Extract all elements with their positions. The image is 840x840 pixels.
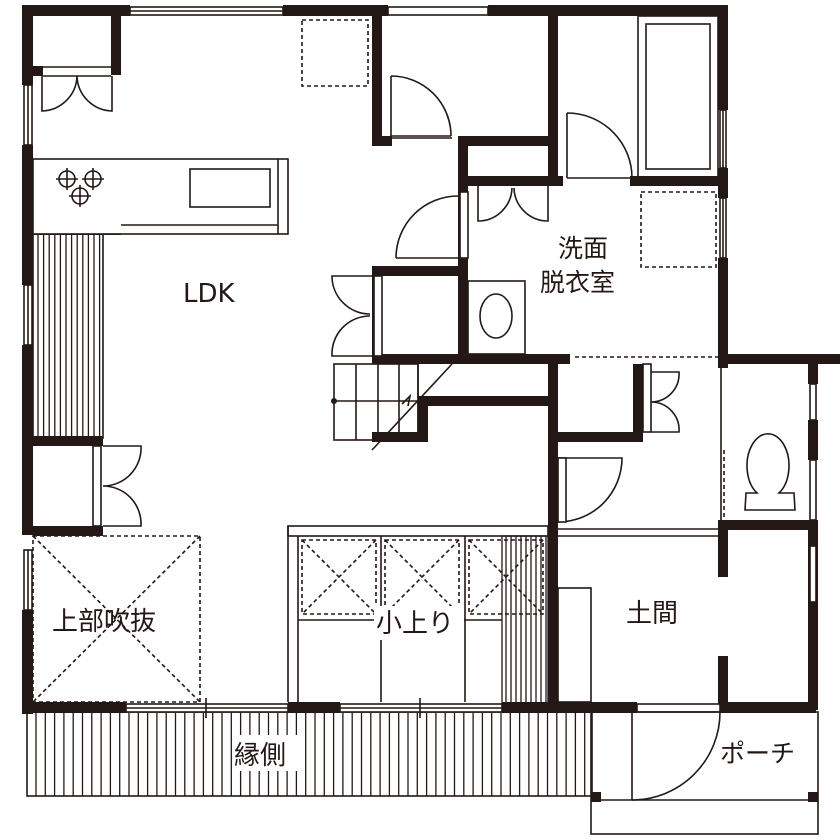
door-icon xyxy=(382,75,452,139)
room-label-engawa: 縁側 xyxy=(234,741,286,771)
room-label-porch: ポーチ xyxy=(720,739,795,768)
stairs xyxy=(331,363,453,451)
windows xyxy=(23,6,817,718)
washroom-door-icon xyxy=(395,191,469,259)
kitchen-sink-icon xyxy=(189,168,271,208)
bathtub xyxy=(637,15,719,179)
left-slat-bench xyxy=(32,233,104,439)
room-label-washroom-2: 脱衣室 xyxy=(540,268,615,297)
fridge-space xyxy=(301,19,369,87)
engawa-deck xyxy=(26,711,593,797)
room-label-koagari: 小上り xyxy=(376,609,454,639)
kitchen-counter xyxy=(32,158,289,235)
room-label-washroom-1: 洗面 xyxy=(558,234,608,263)
washbasin xyxy=(467,280,526,355)
shoe-cabinet xyxy=(557,587,592,703)
bath-door-icon xyxy=(566,112,633,179)
storage-door-icon xyxy=(331,275,383,357)
room-label-void: 上部吹抜 xyxy=(52,607,156,637)
toilet-icon xyxy=(744,432,796,511)
closet-door-icon xyxy=(642,363,680,433)
ldk-storage-door-icon xyxy=(92,445,142,527)
hall-door-icon xyxy=(557,457,623,523)
room-label-ldk: LDK xyxy=(183,279,236,309)
porch xyxy=(590,711,819,835)
room-label-doma: 土間 xyxy=(626,599,678,629)
toilet-door-icon xyxy=(575,356,725,520)
void-area xyxy=(32,535,201,703)
closet-door-icon xyxy=(41,66,113,112)
bathtub-inner xyxy=(645,23,711,170)
koagari-slats xyxy=(501,535,549,709)
washing-machine-space xyxy=(640,191,717,268)
washroom-closet-door-icon xyxy=(477,181,549,222)
stove-icon xyxy=(56,168,104,207)
